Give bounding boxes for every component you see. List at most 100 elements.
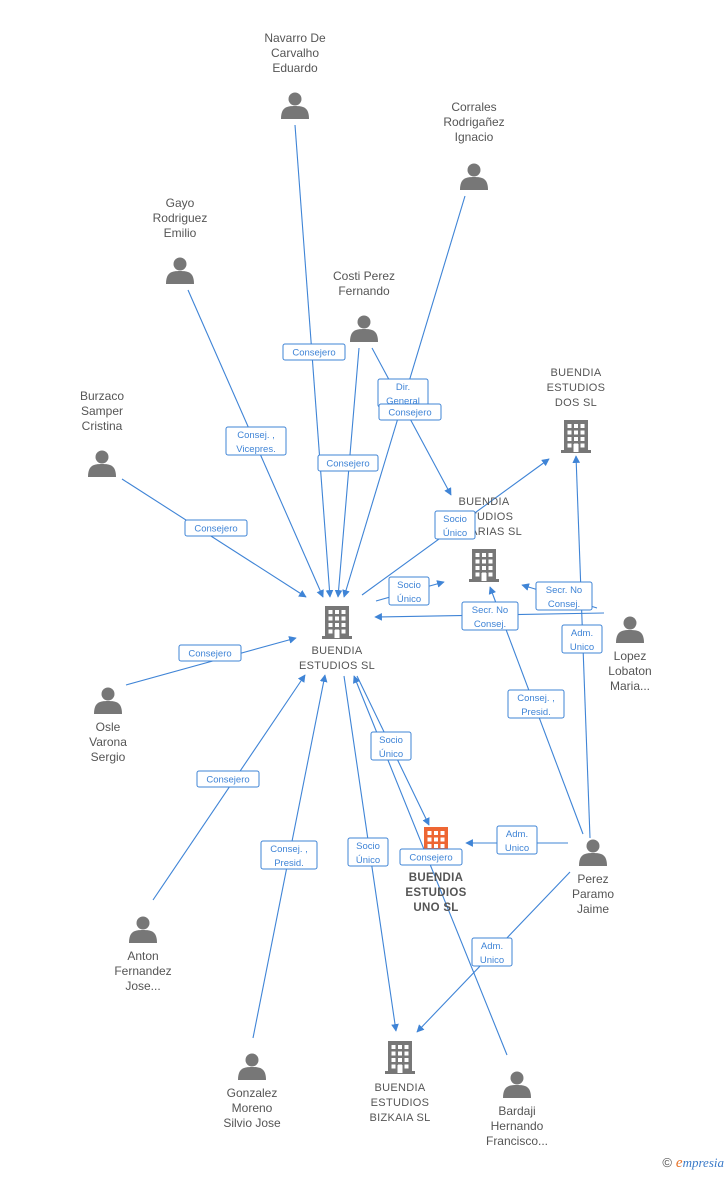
edge-label-text: Consejero (292, 348, 335, 359)
edge-label-text: Dir. (396, 382, 410, 393)
edge-label-box (225, 426, 287, 456)
company-name: BUENDIA (312, 645, 363, 657)
edge-label-text: Socio (443, 514, 467, 525)
person-name: Emilio (164, 226, 197, 240)
edge-label-box (561, 624, 603, 654)
edge-label-text: Consej. , (237, 430, 275, 441)
brand-logo-text: mpresia (682, 1155, 724, 1170)
edge-label[interactable]: Adm.Unico (561, 624, 603, 654)
edge-label-text: Consejero (388, 408, 431, 419)
person-name: Fernandez (114, 964, 171, 978)
edge-label[interactable]: Consejero (196, 770, 260, 788)
building-icon (322, 606, 352, 639)
edge-label-box (347, 837, 389, 867)
edge-label-text: Consejero (326, 459, 369, 470)
edge-label-text: Único (379, 749, 403, 760)
edge-label-box (178, 644, 242, 662)
edge-label[interactable]: Adm.Unico (496, 825, 538, 855)
edge-label-text: Socio (356, 841, 380, 852)
edge-label[interactable]: Consejero (399, 848, 463, 866)
person-icon (281, 92, 309, 119)
person-name: Lobaton (608, 664, 651, 678)
edge-label[interactable]: Consejero (178, 644, 242, 662)
person-name: Perez (577, 872, 608, 886)
edge-label[interactable]: Consej. ,Presid. (260, 840, 318, 870)
person-icon (579, 839, 607, 866)
edge-label-box (434, 510, 476, 540)
company-name: ESTUDIOS (371, 1097, 430, 1109)
edge-label-box (507, 689, 565, 719)
person-icon (616, 616, 644, 643)
edge-label-text: Unico (480, 955, 504, 966)
person-node-anton[interactable]: AntonFernandezJose... (114, 916, 172, 994)
person-name: Navarro De (264, 31, 326, 45)
edge-label-box (535, 581, 593, 611)
person-name: Gayo (166, 196, 195, 210)
edge-label[interactable]: Consejero (317, 454, 379, 472)
person-name: Moreno (232, 1101, 273, 1115)
edges-layer (121, 124, 605, 1056)
company-name: BUENDIA (551, 367, 602, 379)
edge-label-box (196, 770, 260, 788)
company-name: DOS SL (555, 397, 597, 409)
person-name: Lopez (614, 649, 647, 663)
edge-label-text: Consejero (206, 775, 249, 786)
edge-label-box (388, 576, 430, 606)
edge-label-box (378, 403, 442, 421)
edge-label-box (471, 937, 513, 967)
company-name: UNO SL (413, 902, 458, 914)
edge-label-text: Único (397, 594, 421, 605)
person-icon (129, 916, 157, 943)
person-icon (238, 1053, 266, 1080)
edge-label-box (399, 848, 463, 866)
nodes-layer: Navarro DeCarvalhoEduardoCorralesRodriga… (80, 31, 652, 1148)
person-name: Burzaco (80, 389, 124, 403)
edge-label-text: Adm. (481, 941, 503, 952)
edge-label[interactable]: Consejero (184, 519, 248, 537)
brand-footer[interactable]: ©empresia (662, 1155, 724, 1172)
person-node-bardaji[interactable]: BardajiHernandoFrancisco... (486, 1071, 548, 1149)
person-icon (350, 315, 378, 342)
edge-label[interactable]: Adm. Unico (471, 937, 513, 967)
person-name: Rodriguez (153, 211, 208, 225)
person-name: Rodrigañez (443, 115, 504, 129)
building-icon (469, 549, 499, 582)
person-name: Gonzalez (227, 1086, 278, 1100)
person-name: Corrales (451, 100, 496, 114)
edge-label[interactable]: Consej. ,Vicepres. (225, 426, 287, 456)
edge-label[interactable]: Consejero (282, 343, 346, 361)
edge-label[interactable]: Dir.General (377, 378, 429, 408)
edge-label-text: Presid. (521, 707, 551, 718)
person-name: Samper (81, 404, 123, 418)
edge-label[interactable]: Consej. ,Presid. (507, 689, 565, 719)
edge-label-text: Unico (570, 642, 594, 653)
person-name: Francisco... (486, 1134, 548, 1148)
person-node-lopez[interactable]: LopezLobatonMaria... (608, 616, 652, 694)
person-name: Carvalho (271, 46, 319, 60)
person-icon (88, 450, 116, 477)
edge-label-text: Consejero (188, 649, 231, 660)
edge-label-text: Socio (397, 580, 421, 591)
person-name: Cristina (82, 419, 123, 433)
copyright-icon: © (662, 1155, 672, 1170)
edge-label[interactable]: Consejero (378, 403, 442, 421)
